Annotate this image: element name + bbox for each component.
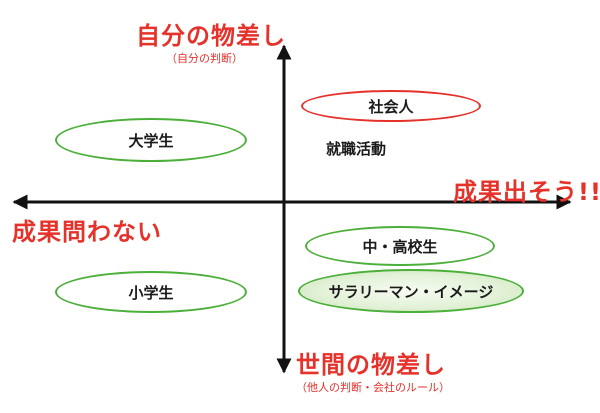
bottom-axis-label: 世間の物差し (296, 351, 446, 379)
ellipse-chukosei: 中・高校生 (305, 226, 495, 266)
item-label-shushoku: 就職活動 (326, 140, 387, 158)
top-axis-sublabel: （自分の判断） (166, 52, 243, 65)
item-label-shakaijin: 社会人 (368, 97, 414, 116)
right-axis-label: 成果出そう!! (453, 178, 600, 206)
item-label-salaryman: サラリーマン・イメージ (328, 282, 494, 301)
item-label-chukosei: 中・高校生 (362, 237, 438, 256)
left-axis-label: 成果問わない (12, 218, 162, 246)
ellipse-shakaijin: 社会人 (301, 90, 481, 122)
ellipse-shogakusei: 小学生 (55, 271, 247, 313)
bottom-axis-sublabel: （他人の判断・会社のルール） (296, 381, 450, 394)
top-axis-label: 自分の物差し (136, 22, 286, 50)
ellipse-salaryman: サラリーマン・イメージ (298, 269, 524, 313)
ellipse-daigakusei: 大学生 (55, 118, 247, 162)
item-label-daigakusei: 大学生 (128, 131, 174, 150)
item-label-shogakusei: 小学生 (128, 283, 174, 302)
